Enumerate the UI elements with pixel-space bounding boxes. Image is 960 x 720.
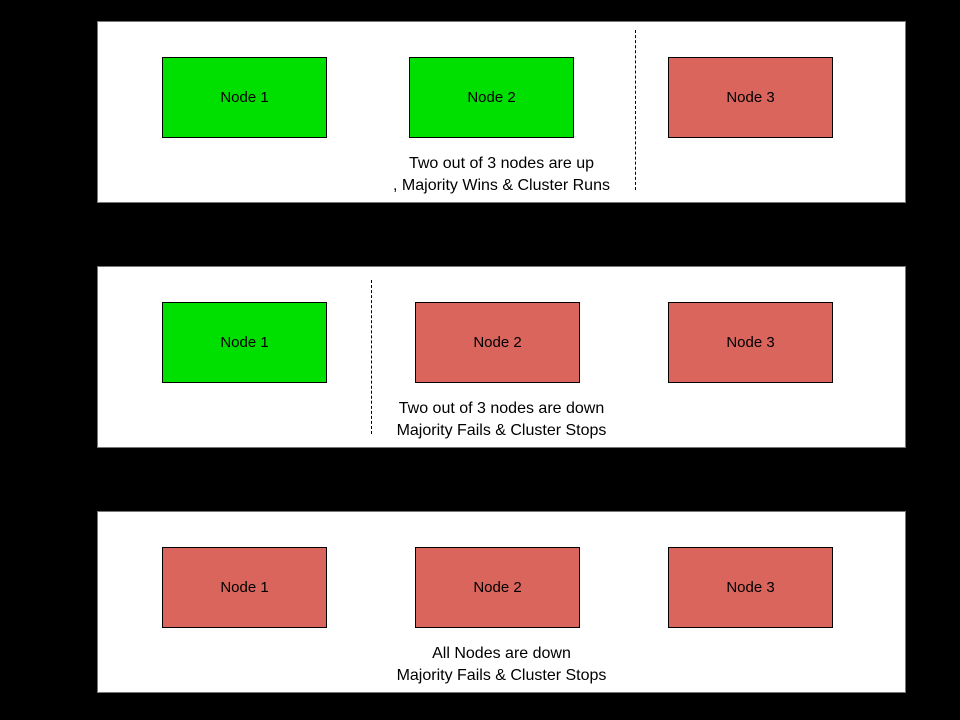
- node-box-2: Node 2: [415, 302, 580, 383]
- node-label: Node 1: [220, 89, 269, 106]
- node-box-1: Node 1: [162, 57, 327, 138]
- scenario-caption: Two out of 3 nodes are up , Majority Win…: [98, 153, 905, 197]
- scenario-panel-two-down: Node 1 Node 2 Node 3 Two out of 3 nodes …: [97, 266, 906, 448]
- node-label: Node 2: [473, 579, 522, 596]
- scenario-caption: Two out of 3 nodes are down Majority Fai…: [98, 398, 905, 442]
- caption-line-1: All Nodes are down: [432, 645, 571, 662]
- partition-divider: [635, 30, 636, 190]
- node-box-2: Node 2: [409, 57, 574, 138]
- node-label: Node 1: [220, 579, 269, 596]
- caption-line-2: Majority Fails & Cluster Stops: [396, 667, 607, 684]
- caption-line-1: Two out of 3 nodes are up: [408, 155, 594, 172]
- caption-line-2: Majority Fails & Cluster Stops: [396, 422, 607, 439]
- node-label: Node 3: [726, 579, 775, 596]
- scenario-panel-all-down: Node 1 Node 2 Node 3 All Nodes are down …: [97, 511, 906, 693]
- scenario-panel-two-up: Node 1 Node 2 Node 3 Two out of 3 nodes …: [97, 21, 906, 203]
- node-label: Node 2: [467, 89, 516, 106]
- node-box-2: Node 2: [415, 547, 580, 628]
- caption-line-1: Two out of 3 nodes are down: [398, 400, 605, 417]
- node-box-1: Node 1: [162, 302, 327, 383]
- node-box-3: Node 3: [668, 302, 833, 383]
- node-box-3: Node 3: [668, 57, 833, 138]
- node-label: Node 3: [726, 334, 775, 351]
- node-box-3: Node 3: [668, 547, 833, 628]
- scenario-caption: All Nodes are down Majority Fails & Clus…: [98, 643, 905, 687]
- partition-divider: [371, 280, 372, 434]
- node-box-1: Node 1: [162, 547, 327, 628]
- node-label: Node 1: [220, 334, 269, 351]
- node-label: Node 2: [473, 334, 522, 351]
- node-label: Node 3: [726, 89, 775, 106]
- caption-line-2: , Majority Wins & Cluster Runs: [393, 177, 610, 194]
